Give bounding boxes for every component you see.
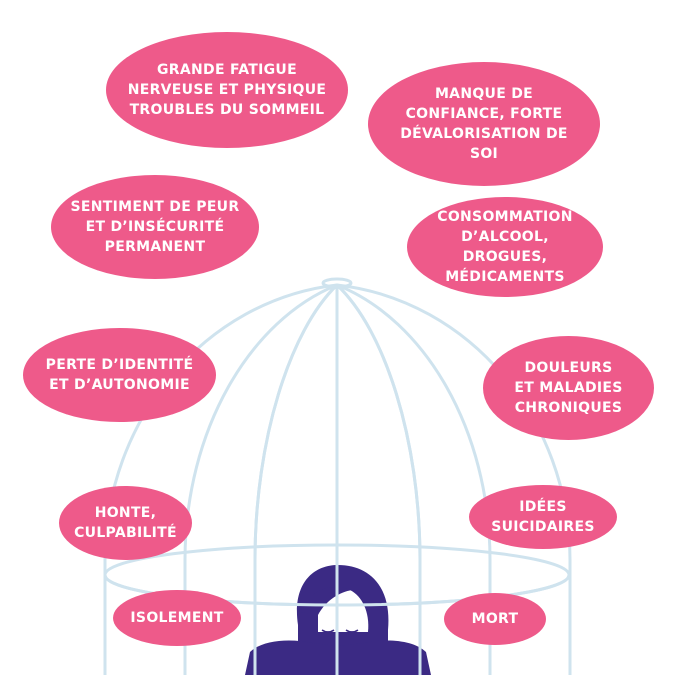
bubble-suicidal-text: IDÉES SUICIDAIRES <box>491 499 595 535</box>
bubble-identity-text: PERTE D’IDENTITÉ ET D’AUTONOMIE <box>45 357 194 393</box>
bubble-confidence-text: MANQUE DE CONFIANCE, FORTE DÉVALORISATIO… <box>400 86 568 162</box>
bubble-isolation-text: ISOLEMENT <box>130 610 224 626</box>
bubble-identity: PERTE D’IDENTITÉ ET D’AUTONOMIE <box>23 328 216 422</box>
person-hiding-face-icon <box>245 565 431 675</box>
bubble-consumption: CONSOMMATION D’ALCOOL, DROGUES, MÉDICAME… <box>407 197 603 297</box>
bubble-fear: SENTIMENT DE PEUR ET D’INSÉCURITÉ PERMAN… <box>51 175 259 279</box>
bubble-isolation: ISOLEMENT <box>113 590 241 646</box>
bubble-confidence: MANQUE DE CONFIANCE, FORTE DÉVALORISATIO… <box>368 62 600 186</box>
bubble-fear-text: SENTIMENT DE PEUR ET D’INSÉCURITÉ PERMAN… <box>70 199 240 255</box>
bubble-consumption-text: CONSOMMATION D’ALCOOL, DROGUES, MÉDICAME… <box>437 209 573 285</box>
bubble-death: MORT <box>444 593 546 645</box>
bubble-pain-text: DOULEURS ET MALADIES CHRONIQUES <box>514 360 623 416</box>
bubble-shame: HONTE, CULPABILITÉ <box>59 486 192 560</box>
bubble-death-text: MORT <box>471 611 519 627</box>
cage-front-bars <box>103 283 571 675</box>
bubble-pain: DOULEURS ET MALADIES CHRONIQUES <box>483 336 654 440</box>
bubble-fatigue-text: GRANDE FATIGUE NERVEUSE ET PHYSIQUE TROU… <box>127 62 327 118</box>
bubble-fatigue: GRANDE FATIGUE NERVEUSE ET PHYSIQUE TROU… <box>106 32 348 148</box>
bubble-suicidal: IDÉES SUICIDAIRES <box>469 485 617 549</box>
bubble-shame-text: HONTE, CULPABILITÉ <box>74 505 177 541</box>
